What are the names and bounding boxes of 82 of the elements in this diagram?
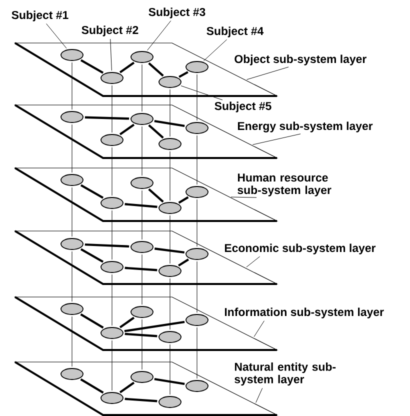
ellipse [130, 51, 154, 63]
ellipse [186, 186, 208, 198]
subject-label: Subject #1 [12, 10, 68, 22]
leader-line [46, 23, 67, 49]
ellipse [100, 392, 124, 404]
layer-label: Natural entity sub-system layer [234, 362, 336, 386]
ellipse [60, 49, 84, 61]
ellipse [158, 202, 182, 214]
ellipse [60, 174, 84, 186]
connector-line [178, 258, 190, 267]
connector-line [178, 71, 188, 78]
ellipse [100, 72, 124, 84]
layer-label: Object sub-system layer [234, 54, 366, 66]
leader-line [246, 256, 260, 268]
ellipse [100, 134, 124, 146]
ellipse [158, 331, 182, 343]
ellipse [186, 314, 208, 326]
leader-line [203, 39, 228, 62]
vertical-line [196, 199, 198, 247]
ellipse [130, 306, 154, 318]
connector-line [84, 116, 130, 120]
connector-line [124, 266, 158, 272]
leader-line [256, 388, 263, 403]
leader-line [147, 20, 172, 51]
connector-line [154, 248, 185, 254]
connector-line [119, 382, 135, 394]
connector-line [80, 313, 104, 329]
connector-line [80, 184, 104, 199]
ellipse [130, 113, 154, 125]
connector-line [80, 59, 104, 74]
ellipse [100, 197, 124, 209]
ellipse [158, 396, 182, 408]
ellipse [130, 177, 154, 189]
ellipse [130, 241, 154, 253]
leader-line [252, 134, 301, 145]
layer-label: Economic sub-system layer [224, 244, 376, 254]
connector-line [124, 203, 158, 208]
connector-line [119, 62, 135, 74]
connector-line [148, 62, 164, 77]
ellipse [100, 261, 124, 273]
connector-line [84, 243, 130, 248]
ellipse [186, 248, 208, 260]
ellipse [130, 371, 154, 383]
subject-label: Subject #2 [82, 26, 138, 36]
ellipse [186, 122, 208, 134]
connector-line [80, 378, 104, 394]
connector-line [148, 124, 164, 139]
ellipse [186, 380, 208, 392]
layer-label: Energy sub-system layer [238, 122, 373, 132]
connector-line [124, 332, 158, 338]
vertical-line [196, 261, 198, 313]
leader-line [254, 320, 264, 337]
subject-label: Subject #3 [148, 8, 206, 18]
ellipse [60, 111, 84, 123]
connector-line [80, 248, 104, 263]
layer-label: Human resource sub-system layer [238, 174, 332, 196]
vertical-line [196, 135, 198, 185]
ellipse [60, 303, 84, 315]
vertical-line [196, 74, 198, 121]
leader-line [230, 196, 257, 198]
layer-label: Information sub-system layer [224, 308, 384, 318]
connector-line [119, 316, 135, 328]
subject-label: Subject #4 [206, 26, 264, 38]
ellipse [60, 238, 84, 250]
ellipse [158, 138, 182, 150]
connector-line [154, 378, 185, 386]
connector-line [124, 320, 185, 332]
connector-line [148, 188, 164, 203]
ellipse [186, 61, 208, 73]
vertical-line [196, 327, 198, 379]
leader-line [110, 38, 112, 71]
leader-line [180, 86, 223, 100]
ellipse [158, 265, 182, 277]
ellipse [158, 76, 182, 88]
leader-line [246, 66, 289, 80]
connector-line [119, 124, 135, 136]
connector-line [154, 120, 185, 128]
connector-line [178, 196, 189, 204]
subject-label: Subject #5 [214, 102, 272, 112]
connector-line [124, 398, 158, 402]
ellipse [100, 327, 124, 339]
ellipse [60, 368, 84, 380]
